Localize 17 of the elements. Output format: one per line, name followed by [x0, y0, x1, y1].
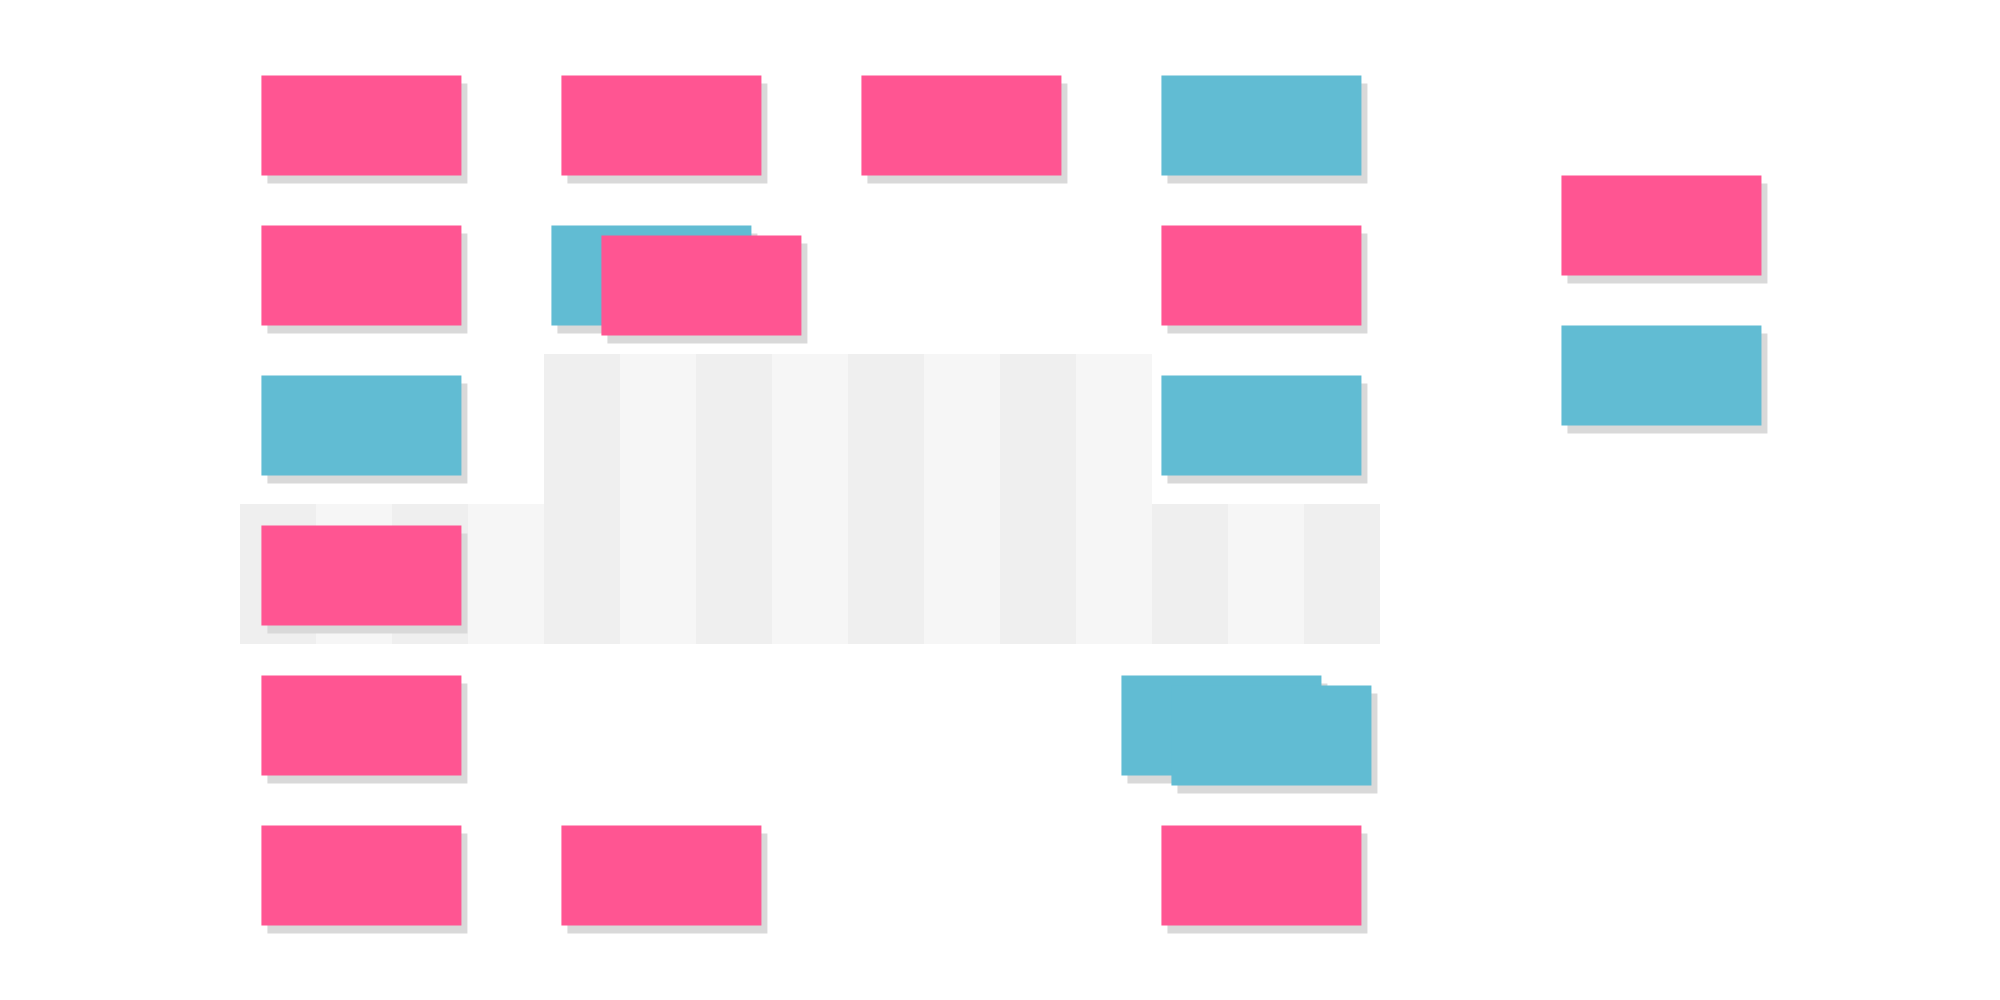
sticky-note [1161, 375, 1368, 484]
sticky-note [1161, 225, 1368, 334]
sticky-note [561, 75, 768, 184]
sticky-note [1161, 75, 1368, 184]
sticky-note [1161, 825, 1368, 934]
sticky-note [261, 225, 468, 334]
sticky-note [561, 825, 768, 934]
sticky-note [601, 235, 808, 344]
sticky-note [261, 525, 468, 634]
sticky-note [261, 375, 468, 484]
sticky-note [1561, 325, 1768, 434]
sticky-note [1171, 685, 1378, 794]
sticky-note [261, 825, 468, 934]
sticky-note [261, 675, 468, 784]
sticky-note [261, 75, 468, 184]
sticky-note [1561, 175, 1768, 284]
sticky-note [861, 75, 1068, 184]
